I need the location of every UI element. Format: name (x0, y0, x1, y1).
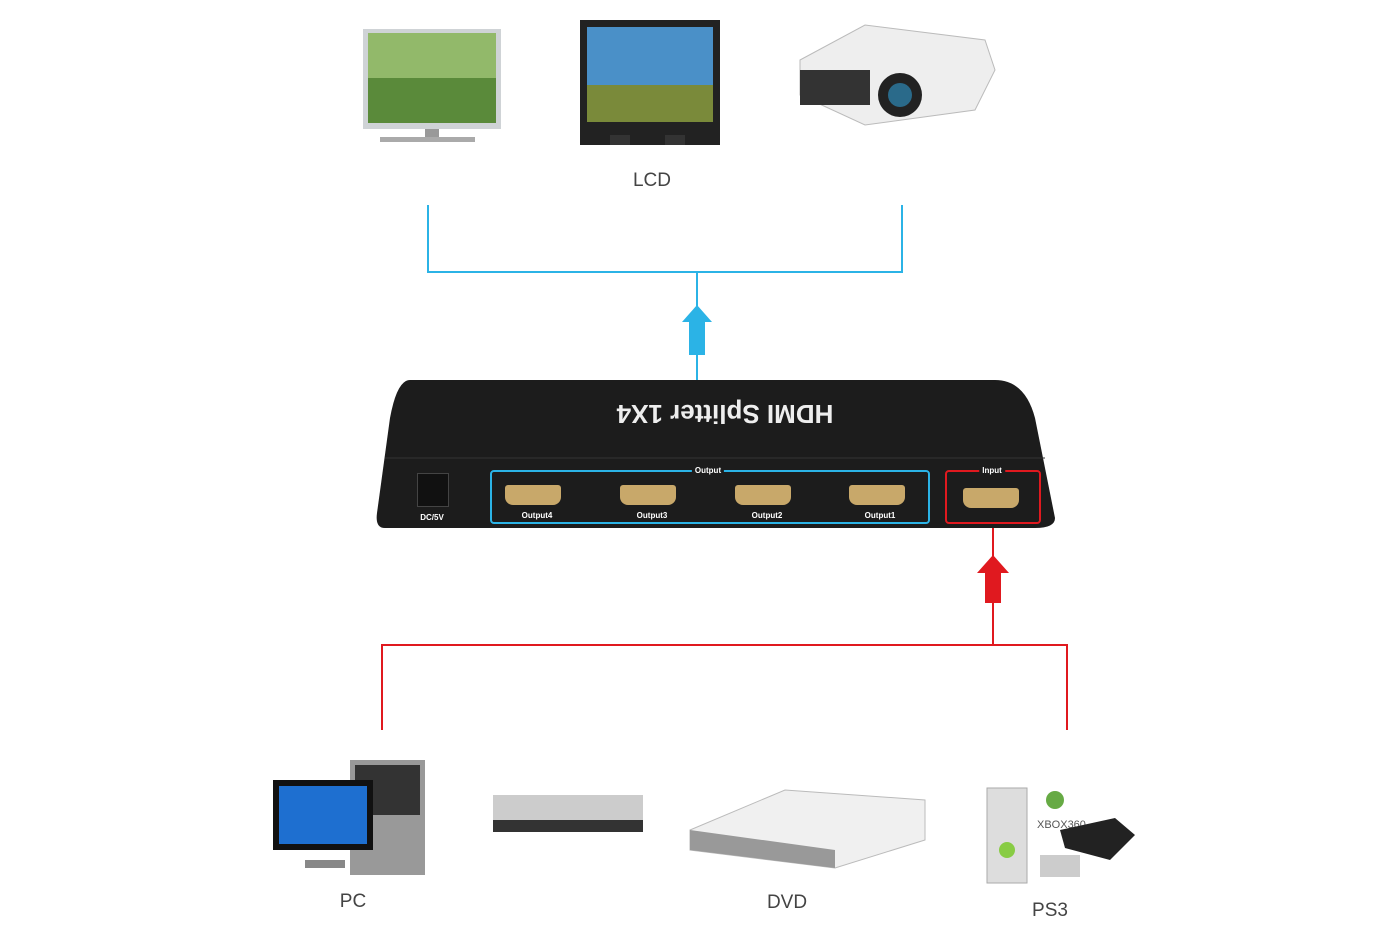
source-devices: XBOX360 (273, 760, 1135, 884)
hdmi-splitter: HDMI Splitter 1X4 DC/5V Output Output4 O… (375, 378, 1055, 528)
hdmi-port-output2[interactable] (735, 485, 791, 505)
lcd-label: LCD (632, 170, 672, 191)
splitter-title: HDMI Splitter 1X4 (616, 399, 834, 429)
lcd-tv-1 (363, 29, 501, 142)
port-label: Output1 (864, 511, 896, 520)
pc-label: PC (339, 891, 367, 912)
lcd-tv-2 (580, 20, 720, 145)
port-label: Output2 (751, 511, 783, 520)
hdmi-port-output1[interactable] (849, 485, 905, 505)
hdmi-port-output4[interactable] (505, 485, 561, 505)
display-devices (363, 20, 996, 145)
projector (799, 24, 996, 126)
output-arrow-icon (682, 305, 712, 355)
port-label: Output4 (521, 511, 553, 520)
dvd-drive (689, 789, 926, 869)
port-label: Output3 (636, 511, 668, 520)
hdmi-port-input[interactable] (963, 488, 1019, 508)
input-bracket (381, 644, 1068, 730)
power-jack[interactable] (417, 473, 449, 507)
pc (273, 760, 425, 875)
hdmi-port-output3[interactable] (620, 485, 676, 505)
ps3-label: PS3 (1032, 900, 1068, 921)
power-label: DC/5V (420, 513, 444, 522)
output-group-label: Output (691, 466, 725, 475)
dvd-label: DVD (766, 892, 808, 913)
input-label: Input (979, 466, 1005, 475)
game-consoles: XBOX360 (986, 787, 1135, 884)
dvd-player (493, 795, 643, 832)
output-bracket (427, 205, 903, 273)
input-arrow-icon (977, 555, 1009, 603)
